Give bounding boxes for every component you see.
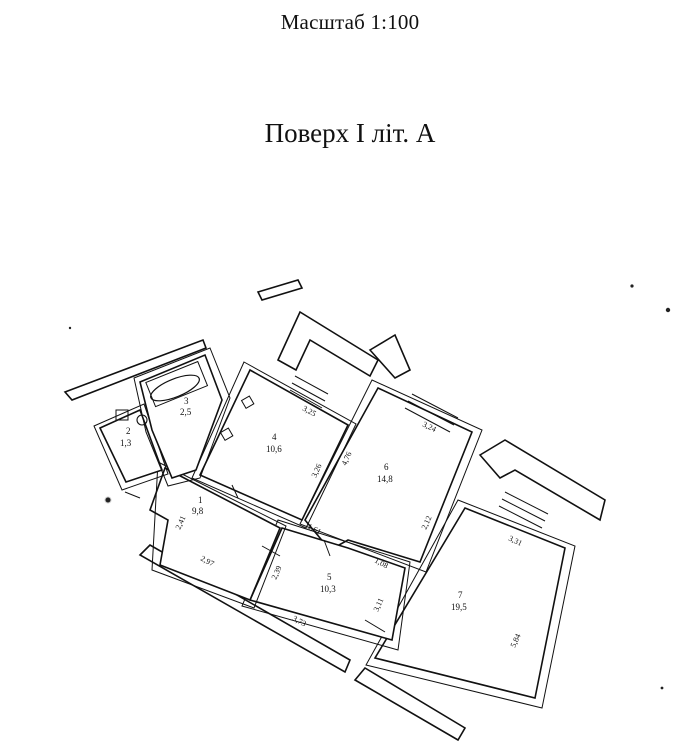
- bathtub-icon: [150, 374, 200, 402]
- room-7-area: 19,5: [451, 602, 467, 612]
- window-room-7: [498, 491, 549, 529]
- room-4: [191, 361, 357, 529]
- room-1-number: 1: [198, 495, 203, 505]
- room-3-number: 3: [184, 396, 189, 406]
- room-7-number: 7: [458, 590, 463, 600]
- window-room-6: [404, 393, 459, 433]
- window-room-4: [289, 375, 329, 409]
- room-1: [149, 461, 287, 609]
- toilet-icon: [136, 414, 148, 426]
- room-5-area: 10,3: [320, 584, 336, 594]
- floor-title: Поверх I літ. А: [264, 118, 436, 148]
- room-6-area: 14,8: [377, 474, 393, 484]
- room-2-area: 1,3: [120, 438, 132, 448]
- room-5-number: 5: [327, 572, 332, 582]
- room-4-area: 10,6: [266, 444, 282, 454]
- room-3-area: 2,5: [180, 407, 192, 417]
- scan-specks: [68, 284, 671, 690]
- room-labels: 1 9,8 2 1,3 3 2,5 4 10,6 5 10,3 6 14,8 7…: [120, 396, 467, 612]
- room-4-number: 4: [272, 432, 277, 442]
- window-hatches: [124, 375, 549, 633]
- room-2-number: 2: [126, 426, 131, 436]
- scale-label: Масштаб 1:100: [280, 10, 420, 34]
- room-1-area: 9,8: [192, 506, 204, 516]
- fixtures: [115, 360, 255, 442]
- room-6-number: 6: [384, 462, 389, 472]
- door-marks: [124, 484, 386, 633]
